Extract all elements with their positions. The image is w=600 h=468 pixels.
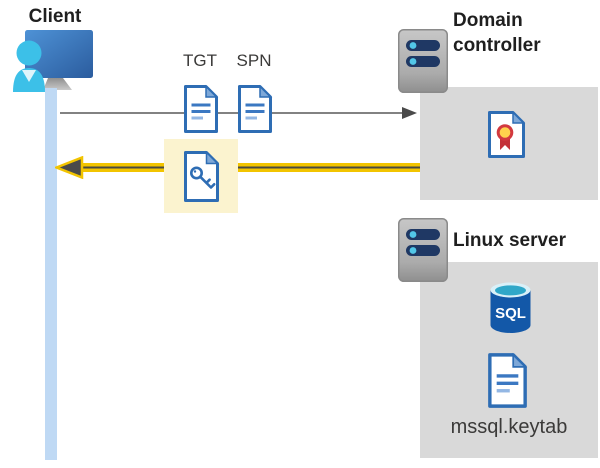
client-lifeline (45, 88, 57, 460)
domain-controller-server-icon (398, 29, 448, 93)
tgt-label: TGT (183, 51, 217, 70)
client-workstation-icon (13, 30, 93, 92)
user-shape (13, 40, 45, 92)
monitor-shape (25, 30, 93, 78)
sql-text: SQL (495, 305, 526, 322)
tgt-document-icon (184, 84, 219, 133)
certificate-icon (488, 110, 526, 158)
spn-label: SPN (236, 51, 272, 70)
request-arrow (60, 107, 417, 119)
arrowhead-left-icon (55, 156, 84, 179)
monitor-stand-shape (43, 78, 72, 90)
response-arrow (55, 156, 420, 179)
rosette-shape (496, 124, 514, 141)
keytab-document-icon (488, 352, 528, 408)
keytab-label: mssql.keytab (450, 416, 568, 438)
key-icon (190, 166, 216, 189)
arrowhead-right-icon (402, 107, 417, 119)
spn-document-icon (238, 84, 273, 133)
key-ticket-document-icon (184, 150, 220, 202)
linux-server-server-icon (398, 218, 448, 282)
domain-controller-label: Domain controller (453, 10, 541, 56)
sql-database-icon: SQL (490, 282, 531, 333)
client-label: Client (28, 6, 82, 27)
linux-server-label: Linux server (453, 230, 566, 251)
